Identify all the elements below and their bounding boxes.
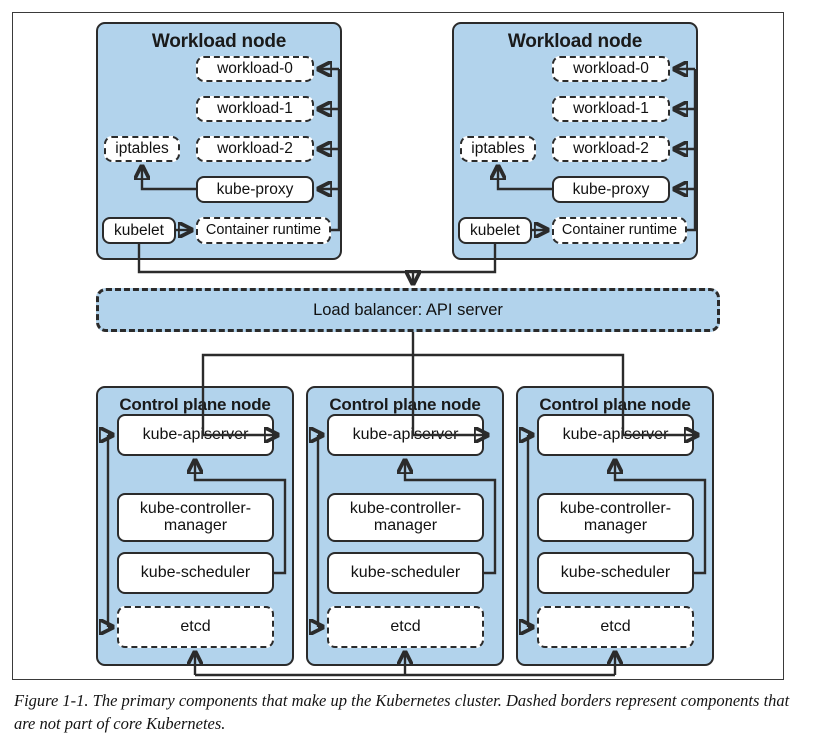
control-plane-node-3-title: Control plane node <box>539 395 691 414</box>
control-plane-node-3-kube-controller-manager: kube-controller-manager <box>537 493 694 542</box>
control-plane-node-1-kube-apiserver: kube-apiserver <box>117 414 274 456</box>
workload-node-1-iptables: iptables <box>104 136 180 162</box>
workload-node-1-title: Workload node <box>151 31 287 52</box>
workload-node-1-workload-1: workload-1 <box>196 96 314 122</box>
workload-node-2-kubelet: kubelet <box>458 217 532 244</box>
workload-node-2-workload-2: workload-2 <box>552 136 670 162</box>
workload-node-2-kube-proxy: kube-proxy <box>552 176 670 203</box>
workload-node-2-iptables: iptables <box>460 136 536 162</box>
workload-node-1-workload-0: workload-0 <box>196 56 314 82</box>
workload-node-2-title: Workload node <box>507 31 643 52</box>
load-balancer: Load balancer: API server <box>96 288 720 332</box>
workload-node-1-container-runtime: Container runtime <box>196 217 331 244</box>
control-plane-node-1-kube-scheduler: kube-scheduler <box>117 552 274 594</box>
control-plane-node-1-etcd: etcd <box>117 606 274 648</box>
workload-node-1-workload-2: workload-2 <box>196 136 314 162</box>
workload-node-2-workload-1: workload-1 <box>552 96 670 122</box>
control-plane-node-2-title: Control plane node <box>329 395 481 414</box>
workload-node-2-container-runtime: Container runtime <box>552 217 687 244</box>
control-plane-node-2-kube-controller-manager: kube-controller-manager <box>327 493 484 542</box>
control-plane-node-1-kube-controller-manager: kube-controller-manager <box>117 493 274 542</box>
figure-caption: Figure 1-1. The primary components that … <box>14 691 790 733</box>
control-plane-node-2-etcd: etcd <box>327 606 484 648</box>
control-plane-node-3-kube-apiserver: kube-apiserver <box>537 414 694 456</box>
workload-node-1-kube-proxy: kube-proxy <box>196 176 314 203</box>
control-plane-node-2-kube-scheduler: kube-scheduler <box>327 552 484 594</box>
workload-node-1-kubelet: kubelet <box>102 217 176 244</box>
workload-node-2-workload-0: workload-0 <box>552 56 670 82</box>
control-plane-node-2-kube-apiserver: kube-apiserver <box>327 414 484 456</box>
control-plane-node-3-kube-scheduler: kube-scheduler <box>537 552 694 594</box>
control-plane-node-1-title: Control plane node <box>119 395 271 414</box>
control-plane-node-3-etcd: etcd <box>537 606 694 648</box>
